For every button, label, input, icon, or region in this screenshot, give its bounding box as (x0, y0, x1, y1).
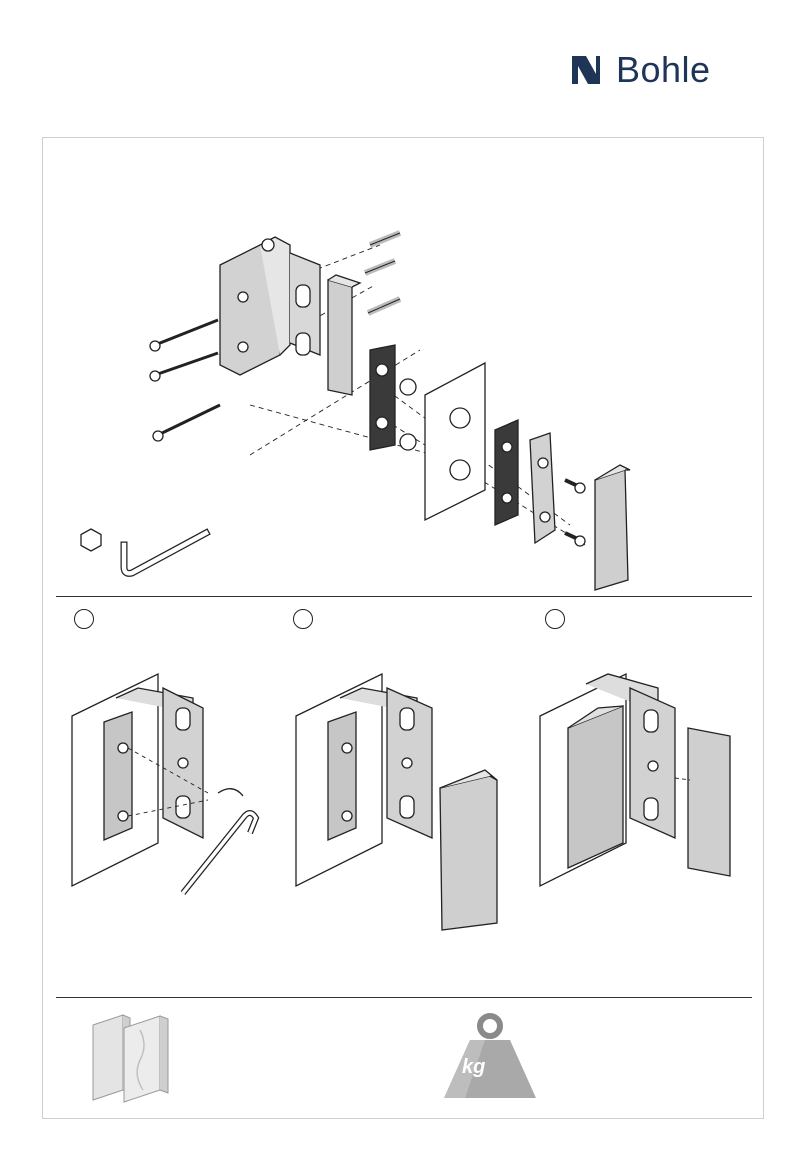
bohle-logo-icon (570, 52, 614, 88)
step-3-marker (545, 609, 565, 629)
allen-key-icon (118, 525, 213, 580)
finished-hinge-icon (538, 668, 738, 888)
weight-kg-icon (440, 1010, 540, 1105)
step-2-marker (293, 609, 313, 629)
weight-kg-label: kg (462, 1056, 485, 1079)
hinge-exploded-view-icon (140, 225, 660, 595)
weight-indicator: kg (440, 1010, 540, 1105)
brand-name: Bohle (616, 52, 711, 88)
step-1-marker (74, 609, 94, 629)
attach-cover-icon (292, 668, 502, 933)
tighten-clamp-icon (68, 668, 268, 903)
hex-socket-icon (78, 527, 104, 553)
section-divider (56, 997, 752, 998)
brand-logo: Bohle (570, 50, 762, 90)
section-divider (56, 596, 752, 597)
glass-panels-icon (88, 1010, 173, 1105)
